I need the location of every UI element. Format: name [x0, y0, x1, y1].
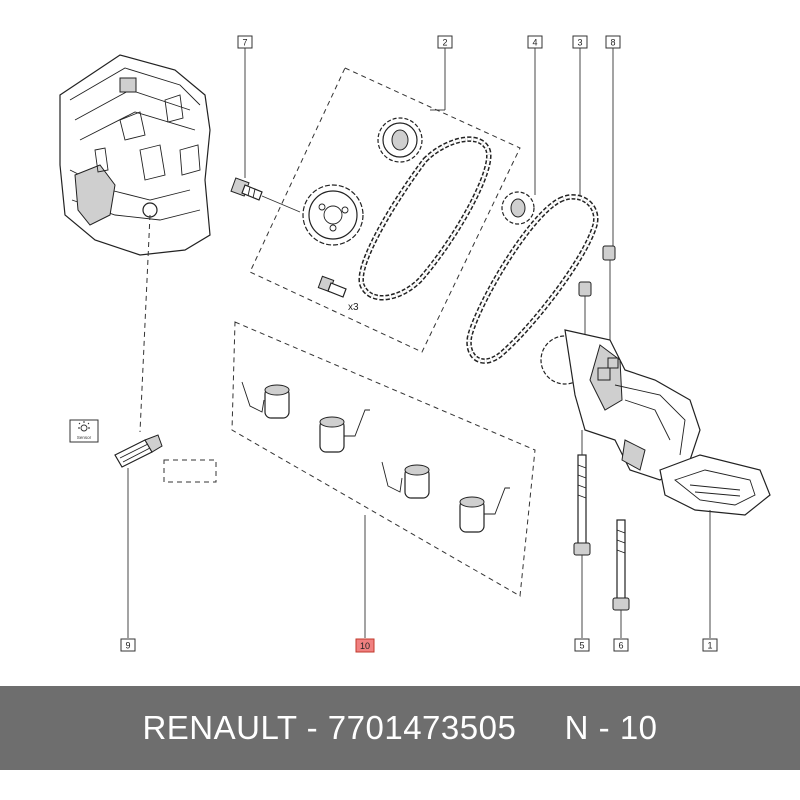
oil-pump-assembly [540, 329, 771, 516]
sensor-leader-dashed [139, 214, 151, 433]
crankshaft-sprocket [302, 184, 364, 246]
callout-8-label: 8 [610, 38, 615, 48]
quantity-note: x3 [348, 302, 359, 313]
callout-2-label: 2 [442, 38, 447, 48]
oil-pressure-sensor [114, 434, 163, 468]
pump-sprocket [501, 191, 535, 225]
callout-3-label: 3 [577, 38, 582, 48]
callout-1-label: 1 [707, 641, 712, 651]
tensioner-part-3 [381, 461, 430, 499]
callout-9: 9 [120, 638, 136, 652]
brand-name: RENAULT [142, 709, 297, 746]
position-label: N - 10 [564, 709, 658, 746]
callout-4-label: 4 [532, 38, 537, 48]
timing-kit-frame [249, 67, 521, 353]
callout-4: 4 [527, 35, 543, 49]
callout-1: 1 [702, 638, 718, 652]
callout-8: 8 [605, 35, 621, 49]
callout-3: 3 [572, 35, 588, 49]
sprocket-screws [317, 275, 347, 298]
part-number: 7701473505 [327, 709, 517, 746]
tensioner-part-2 [319, 409, 370, 453]
tensioner-kit-frame [231, 321, 536, 597]
tensioner-part-4 [459, 487, 510, 533]
footer-gap [516, 709, 564, 746]
camshaft-sprocket [377, 117, 423, 163]
pump-bolt-short [612, 519, 630, 611]
callout-9-label: 9 [125, 641, 130, 651]
callout-6-label: 6 [618, 641, 623, 651]
footer-banner: RENAULT - 7701473505 N - 10 [0, 686, 800, 770]
callout-5: 5 [574, 638, 590, 652]
callout-7-label: 7 [242, 38, 247, 48]
oil-pump-chain [466, 194, 599, 364]
tensioner-part-1 [241, 381, 290, 419]
sensor-icon: Sensor [69, 419, 99, 443]
timing-chain [358, 136, 492, 301]
callout-5-label: 5 [579, 641, 584, 651]
connector-outline [163, 459, 217, 483]
sensor-icon-label: Sensor [77, 435, 92, 440]
callout-10-label: 10 [360, 641, 370, 651]
footer-caption: RENAULT - 7701473505 N - 10 [142, 709, 657, 747]
callout-6: 6 [613, 638, 629, 652]
engine-block [59, 54, 211, 256]
callout-2: 2 [437, 35, 453, 49]
exploded-parts-diagram: Sensor x3 [59, 35, 771, 653]
footer-separator: - [296, 709, 328, 746]
callout-7: 7 [237, 35, 253, 49]
callout-10: 10 [355, 638, 375, 653]
pump-bolt-long [573, 454, 591, 556]
sprocket-bolt [230, 177, 263, 201]
